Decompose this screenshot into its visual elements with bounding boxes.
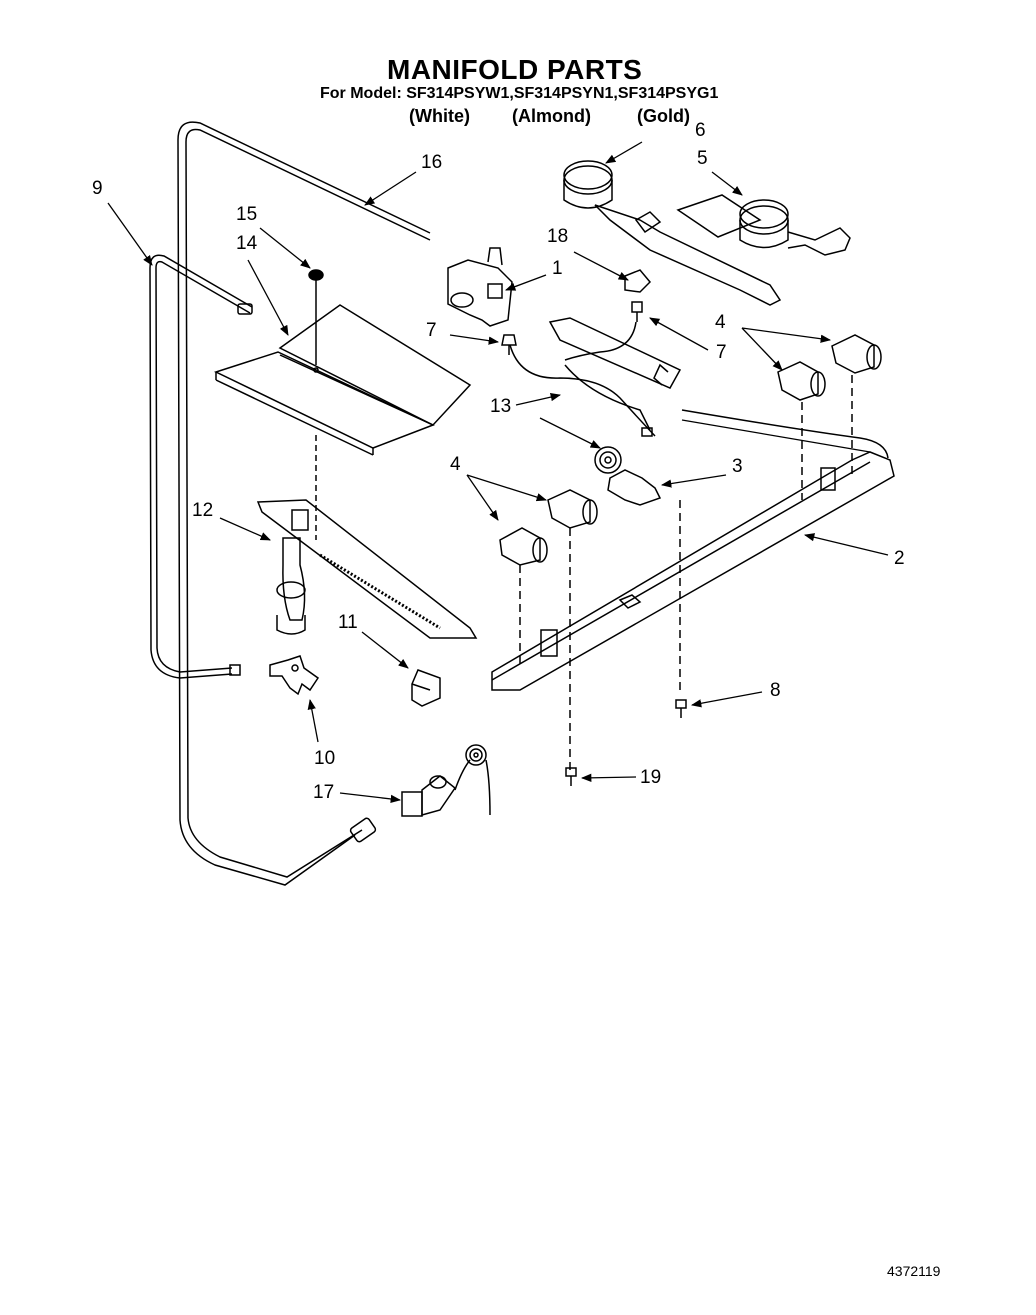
callout-1: 1	[552, 258, 563, 279]
callout-4-rear: 4	[715, 312, 726, 333]
callout-19: 19	[640, 767, 662, 788]
variant-white: (White)	[409, 106, 470, 126]
callout-18: 18	[547, 226, 569, 247]
valve-rear-left	[777, 361, 826, 500]
callout-3: 3	[732, 456, 743, 477]
pilot-screw-right	[631, 301, 643, 322]
orifice-holder	[269, 655, 320, 696]
bracket	[411, 669, 441, 707]
page-title: MANIFOLD PARTS	[387, 54, 643, 85]
pilot-screw-left	[501, 334, 517, 355]
oven-burner	[256, 499, 478, 639]
callout-13: 13	[490, 396, 512, 417]
valve-rear-right	[831, 334, 882, 475]
top-burner-left	[563, 160, 782, 306]
heat-deflector	[213, 304, 472, 540]
callout-14: 14	[236, 233, 258, 254]
callout-15: 15	[236, 204, 258, 225]
top-burner-right	[676, 194, 851, 256]
safety-valve	[401, 744, 491, 817]
callout-8: 8	[770, 680, 781, 701]
screw-8	[675, 699, 687, 718]
callout-16: 16	[421, 152, 443, 173]
callout-10: 10	[314, 748, 336, 769]
model-line: For Model: SF314PSYW1,SF314PSYN1,SF314PS…	[320, 85, 719, 102]
valve-front-right	[547, 489, 598, 770]
manifold-bracket	[491, 409, 895, 691]
callout-9: 9	[92, 178, 103, 199]
clip	[624, 269, 652, 293]
callout-4-front: 4	[450, 454, 461, 475]
callout-7-right: 7	[716, 342, 727, 363]
leader-lines	[107, 141, 889, 804]
callout-5: 5	[697, 148, 708, 169]
main-valve	[447, 247, 513, 327]
nut	[308, 269, 324, 365]
screw-19	[565, 767, 577, 786]
variant-almond: (Almond)	[512, 106, 591, 126]
pilot-tube	[509, 317, 682, 437]
callout-11: 11	[338, 612, 358, 633]
valve-front-left	[499, 527, 548, 665]
gas-supply-tube	[177, 121, 431, 886]
variant-gold: (Gold)	[637, 106, 690, 126]
callout-12: 12	[192, 500, 214, 521]
callout-2: 2	[894, 548, 905, 569]
callout-17: 17	[313, 782, 335, 803]
callout-6: 6	[695, 120, 706, 141]
callout-7-left: 7	[426, 320, 437, 341]
thermostat	[594, 446, 681, 690]
document-number: 4372119	[887, 1263, 941, 1279]
gas-tube-9	[149, 254, 253, 679]
